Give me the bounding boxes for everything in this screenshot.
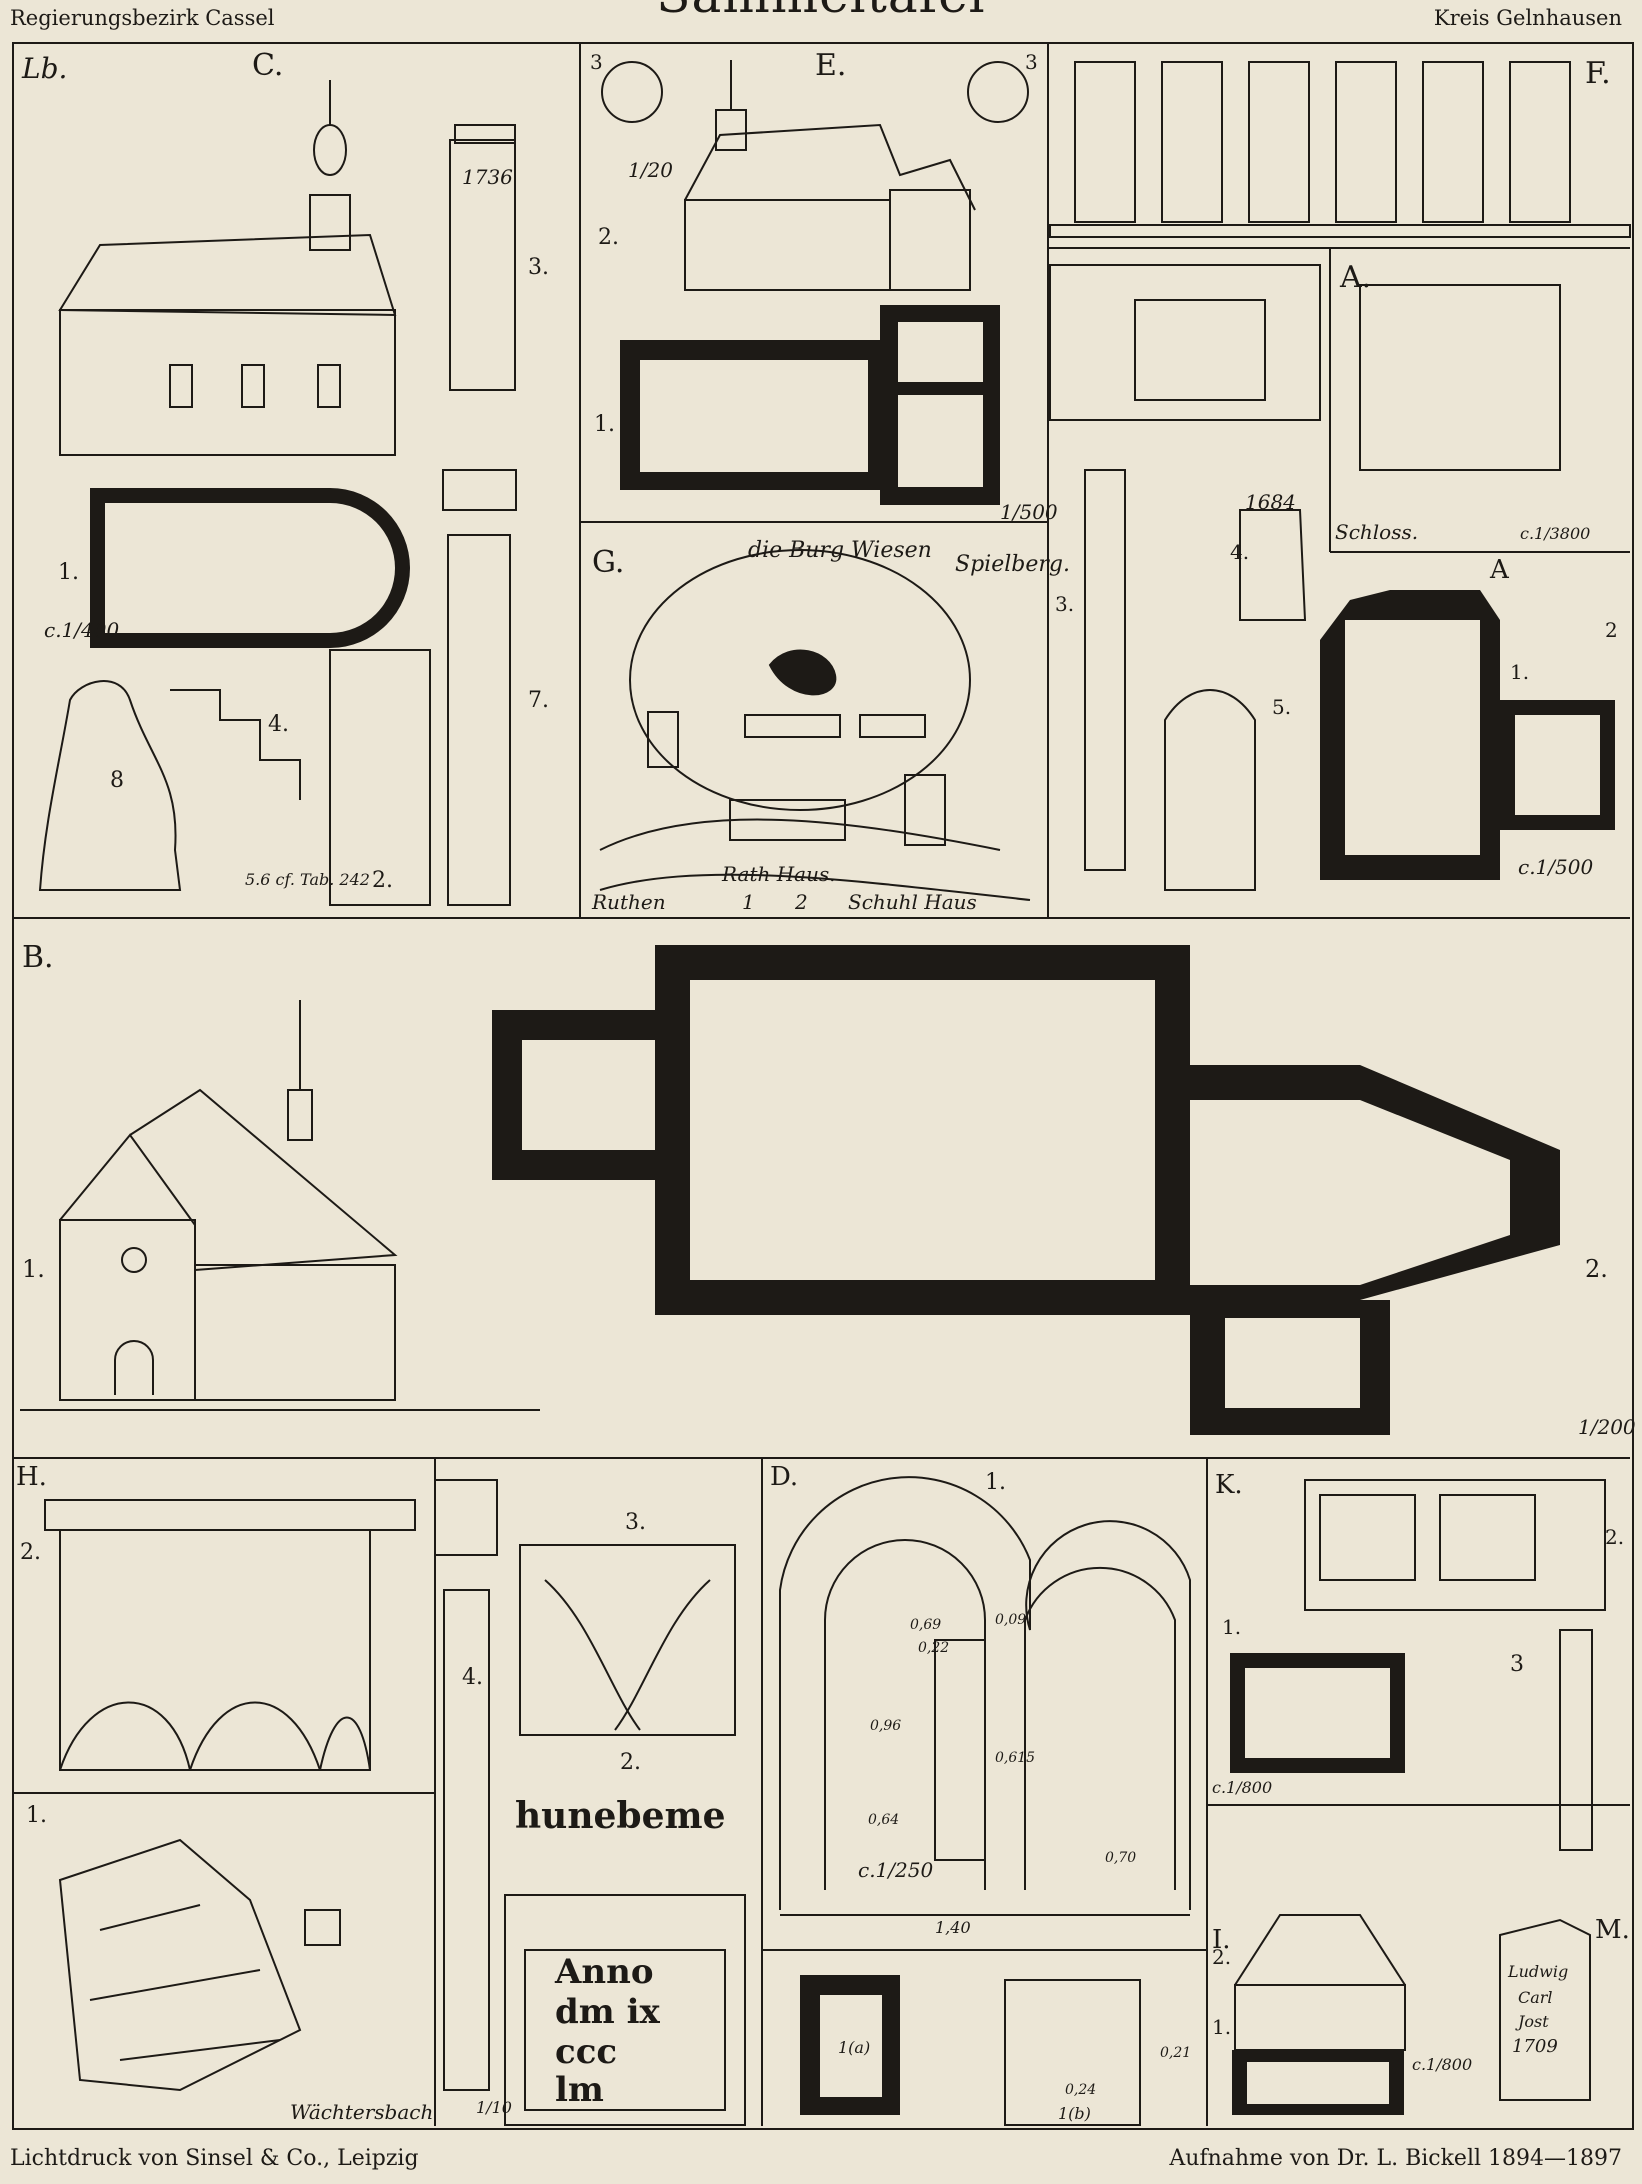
panel-i-letter: I. <box>1212 1925 1231 1955</box>
panel-a-scale: c.1/500 <box>1518 855 1594 879</box>
panel-b-letter: B. <box>22 940 54 975</box>
panel-b-num-1: 1. <box>22 1255 45 1283</box>
mid-num-4: 4. <box>462 1665 483 1690</box>
map-label-spielberg: Spielberg. <box>955 552 1070 577</box>
panel-k-letter: K. <box>1215 1470 1243 1500</box>
dim-069: 0,69 <box>910 1617 942 1633</box>
panel-e-num-2: 2. <box>598 225 619 250</box>
monogram: Lb. <box>22 52 68 85</box>
plate-title: Sammeltafel <box>0 0 1642 24</box>
panel-d-num-1: 1. <box>985 1470 1006 1495</box>
dim-140: 1,40 <box>935 1918 971 1937</box>
panel-e-num-3b: 3 <box>1025 50 1038 74</box>
panel-h-num-1: 1. <box>26 1803 47 1828</box>
dim-0615: 0,615 <box>995 1750 1036 1766</box>
inscription-line-1: Anno <box>555 1952 654 1992</box>
panel-a-schloss: Schloss. <box>1335 520 1419 544</box>
panel-c-letter: C. <box>252 48 284 83</box>
panel-i-scale: c.1/800 <box>1412 2055 1473 2074</box>
mid-num-3: 3. <box>625 1510 646 1535</box>
panel-a-num-3: 3. <box>1055 592 1075 616</box>
panel-k-num-3: 3 <box>1510 1652 1524 1677</box>
panel-k-scale: c.1/800 <box>1212 1778 1273 1797</box>
panel-a-date: 1684 <box>1245 490 1296 514</box>
panel-e-scale-small: 1/20 <box>628 158 673 182</box>
header-district: Kreis Gelnhausen <box>1433 6 1622 30</box>
stone-insc-3: Jost <box>1518 2012 1549 2031</box>
inscription-line-2: dm ix <box>555 1992 660 2032</box>
map-label-rathhaus: Rath Haus. <box>722 862 836 886</box>
panel-d-scale: c.1/250 <box>858 1858 934 1882</box>
panel-f-letter: F. <box>1585 56 1611 91</box>
map-label-burg: die Burg Wiesen <box>748 538 932 563</box>
panel-a-scale-map: c.1/3800 <box>1520 524 1591 543</box>
panel-a-num-2: 2 <box>1605 618 1618 642</box>
panel-e-num-1: 1. <box>594 412 615 437</box>
map-scale-1: 1 <box>742 890 755 914</box>
panel-c-num-2: 2. <box>372 868 393 893</box>
panel-e-scale: 1/500 <box>1000 500 1058 524</box>
panel-k-num-1: 1. <box>1222 1615 1242 1639</box>
panel-h-letter: H. <box>16 1462 47 1492</box>
map-scale-2: 2 <box>795 890 808 914</box>
panel-c-num-3: 3. <box>528 255 549 280</box>
header-region: Regierungsbezirk Cassel <box>10 6 275 30</box>
panel-a-num-4: 4. <box>1230 540 1250 564</box>
panel-b-scale: 1/200 <box>1578 1415 1636 1439</box>
panel-c-num-7: 7. <box>528 688 549 713</box>
panel-i-num-1: 1. <box>1212 2015 1232 2039</box>
panel-b-num-2: 2. <box>1585 1255 1608 1283</box>
dim-024: 0,24 <box>1065 2082 1097 2098</box>
panel-d-sub-a: 1(a) <box>838 2038 871 2057</box>
dim-064: 0,64 <box>868 1812 900 1828</box>
panel-c-num-8: 8 <box>110 768 124 793</box>
panel-c-scale: c.1/400 <box>44 618 120 642</box>
panel-c-num-4: 4. <box>268 712 289 737</box>
panel-h-num-2: 2. <box>20 1540 41 1565</box>
panel-d-letter: D. <box>770 1462 799 1492</box>
panel-c-num-1: 1. <box>58 560 79 585</box>
map-label-schulhaus: Schuhl Haus <box>848 890 977 914</box>
stone-insc-4: 1709 <box>1512 2036 1558 2057</box>
dim-070: 0,70 <box>1105 1850 1137 1866</box>
panel-e-num-3a: 3 <box>590 50 603 74</box>
panel-c-ref: 5.6 cf. Tab. 242 <box>245 870 370 889</box>
footer-credit: Aufnahme von Dr. L. Bickell 1894—1897 <box>1169 2146 1622 2171</box>
plate-frame <box>12 42 1634 2130</box>
inscription-line-3: ccc <box>555 2032 618 2072</box>
map-label-ruthen: Ruthen <box>592 890 666 914</box>
dim-096: 0,96 <box>870 1718 902 1734</box>
inscription-line-4: lm <box>555 2070 604 2110</box>
panel-a-num-5: 5. <box>1272 695 1292 719</box>
dim-021: 0,21 <box>1160 2045 1192 2061</box>
panel-k-num-2: 2. <box>1605 1525 1625 1549</box>
panel-g-letter: G. <box>592 545 625 580</box>
mid-scale: 1/10 <box>476 2098 512 2117</box>
stone-insc-1: Ludwig <box>1508 1962 1569 1981</box>
panel-i-num-2: 2. <box>1212 1945 1232 1969</box>
footer-printer: Lichtdruck von Sinsel & Co., Leipzig <box>10 2146 419 2171</box>
dim-009: 0,09 <box>995 1612 1027 1628</box>
panel-a-num-1: 1. <box>1510 660 1530 684</box>
panel-c-date: 1736 <box>462 165 513 189</box>
stone-insc-2: Carl <box>1518 1988 1553 2007</box>
inscription-top: hunebeme <box>515 1795 726 1837</box>
panel-e-letter: E. <box>815 48 847 83</box>
dim-022: 0,22 <box>918 1640 950 1656</box>
panel-a-letter: A. <box>1340 260 1372 295</box>
panel-m-letter: M. <box>1595 1915 1630 1945</box>
panel-d-sub-b: 1(b) <box>1058 2104 1091 2123</box>
mid-num-2: 2. <box>620 1750 641 1775</box>
panel-a-letter-2: A <box>1490 555 1509 585</box>
panel-h-town: Wächtersbach <box>290 2100 434 2124</box>
